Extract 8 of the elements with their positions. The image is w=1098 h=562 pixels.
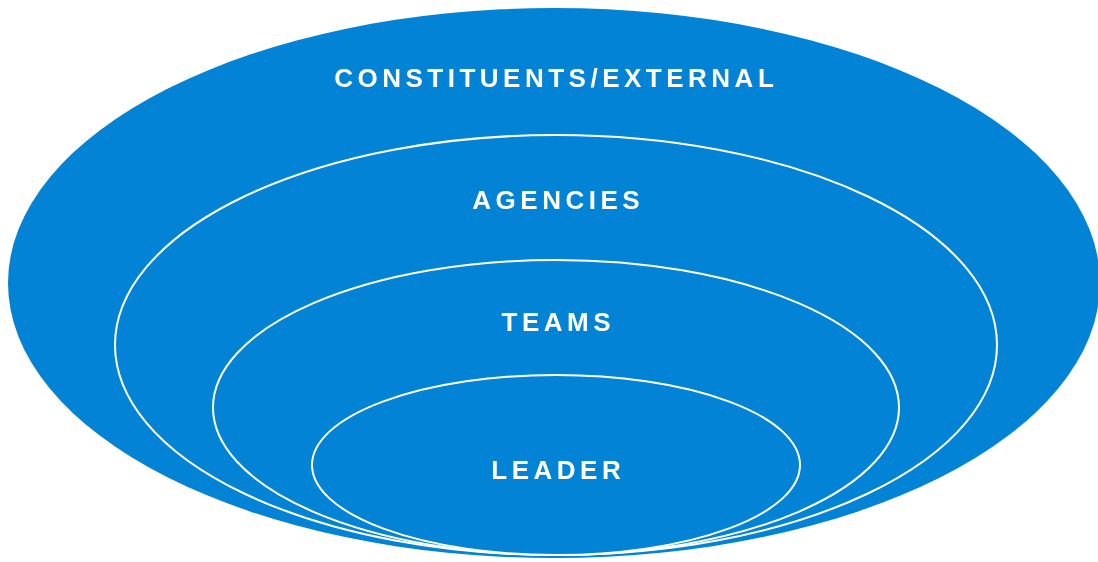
ring-label: LEADER	[490, 454, 626, 486]
ellipse-ring	[312, 375, 800, 555]
ellipse-ring	[213, 260, 899, 555]
ellipse-ring	[115, 135, 997, 555]
ring-label: TEAMS	[500, 306, 615, 338]
ring-label: CONSTITUENTS/EXTERNAL	[333, 62, 779, 94]
ring-label: AGENCIES	[471, 184, 645, 216]
ellipse-ring	[8, 8, 1098, 558]
